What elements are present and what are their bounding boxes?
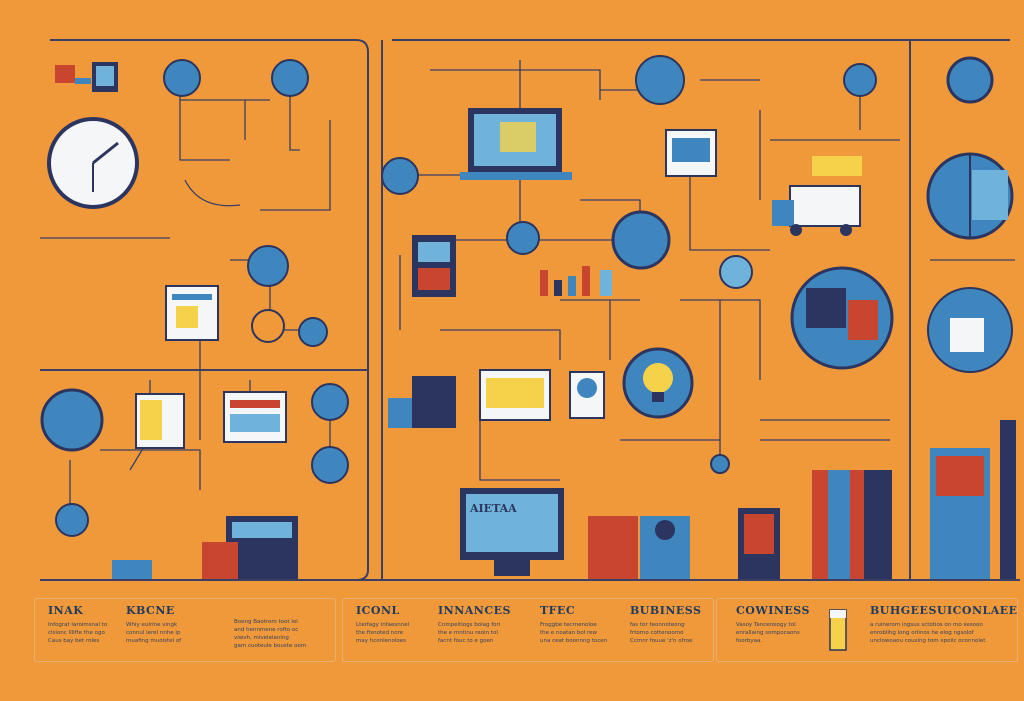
caption-item: INAK Infograt laroimsnal to clsionc llli… <box>48 604 107 645</box>
caption-item: Boeng Baotrom toot lol and hennmene roft… <box>234 614 306 650</box>
server-stack-icon <box>112 235 456 580</box>
drink-glass-icon <box>829 609 847 651</box>
caption-body: a ruinerom ingsus sctotios on mo sesooo … <box>870 622 986 644</box>
caption-title: KBCNE <box>126 604 175 617</box>
monitor-text: AIETAA <box>469 502 517 515</box>
icon-circles <box>40 55 994 537</box>
caption-title: BUHGEESUICONLAEE <box>870 604 1018 617</box>
caption-body: Infograt laroimsnal to clsionc lllifte t… <box>48 622 108 644</box>
monitor-icon: AIETAA <box>460 488 564 576</box>
caption-item: ICONL Lterfagy infaesnnel the fisnoted n… <box>356 604 409 645</box>
caption-title: INAK <box>48 604 84 617</box>
device-cluster-top-left <box>55 62 118 92</box>
caption-body: Cnmpeltiogs bolag fori the e mntinu reoi… <box>438 622 501 644</box>
books-icon <box>588 420 1016 580</box>
caption-box-2 <box>342 598 714 662</box>
caption-box-1 <box>34 598 336 662</box>
caption-title: COWINESS <box>736 604 810 617</box>
caption-item: INNANCES Cnmpeltiogs bolag fori the e mn… <box>438 604 511 645</box>
caption-box-3 <box>716 598 1018 662</box>
light-bulb-icon <box>622 347 694 419</box>
caption-strip: INAK Infograt laroimsnal to clsionc llli… <box>0 598 1024 668</box>
caption-item: COWINESS Vasoy Tanceroiogy tol enrallain… <box>736 604 810 645</box>
caption-body: Boeng Baotrom toot lol and hennmene roft… <box>234 619 307 649</box>
caption-body: Lterfagy infaesnnel the fisnoted nore ma… <box>356 622 410 644</box>
caption-item: TFEC Froggbe tecrnenoloe the e noatan bo… <box>540 604 607 645</box>
caption-body: Froggbe tecrnenoloe the e noatan bol rew… <box>540 622 608 644</box>
document-icons <box>135 129 717 449</box>
caption-item: BUHGEESUICONLAEE a ruinerom ingsus sctot… <box>870 604 1018 645</box>
clock-icon <box>47 117 139 209</box>
caption-title: INNANCES <box>438 604 511 617</box>
caption-body: Whiy eulrine vingk connul lerel nnhe ip … <box>126 622 182 644</box>
caption-body: fas tor teonnoteong frtorno cottenoomo C… <box>630 622 693 644</box>
bar-chart-icon <box>540 266 612 296</box>
laptop-icon <box>460 108 572 180</box>
caption-item: BUBINESS fas tor teonnoteong frtorno cot… <box>630 604 701 645</box>
caption-body: Vasoy Tanceroiogy tol enrallaing sompoca… <box>736 622 800 644</box>
caption-title: ICONL <box>356 604 400 617</box>
truck-icon <box>772 156 862 236</box>
globe-icon <box>790 152 1014 373</box>
caption-title: BUBINESS <box>630 604 702 617</box>
caption-title: TFEC <box>540 604 576 617</box>
camera-icon <box>655 520 675 540</box>
caption-item: KBCNE Whiy eulrine vingk connul lerel nn… <box>126 604 181 645</box>
